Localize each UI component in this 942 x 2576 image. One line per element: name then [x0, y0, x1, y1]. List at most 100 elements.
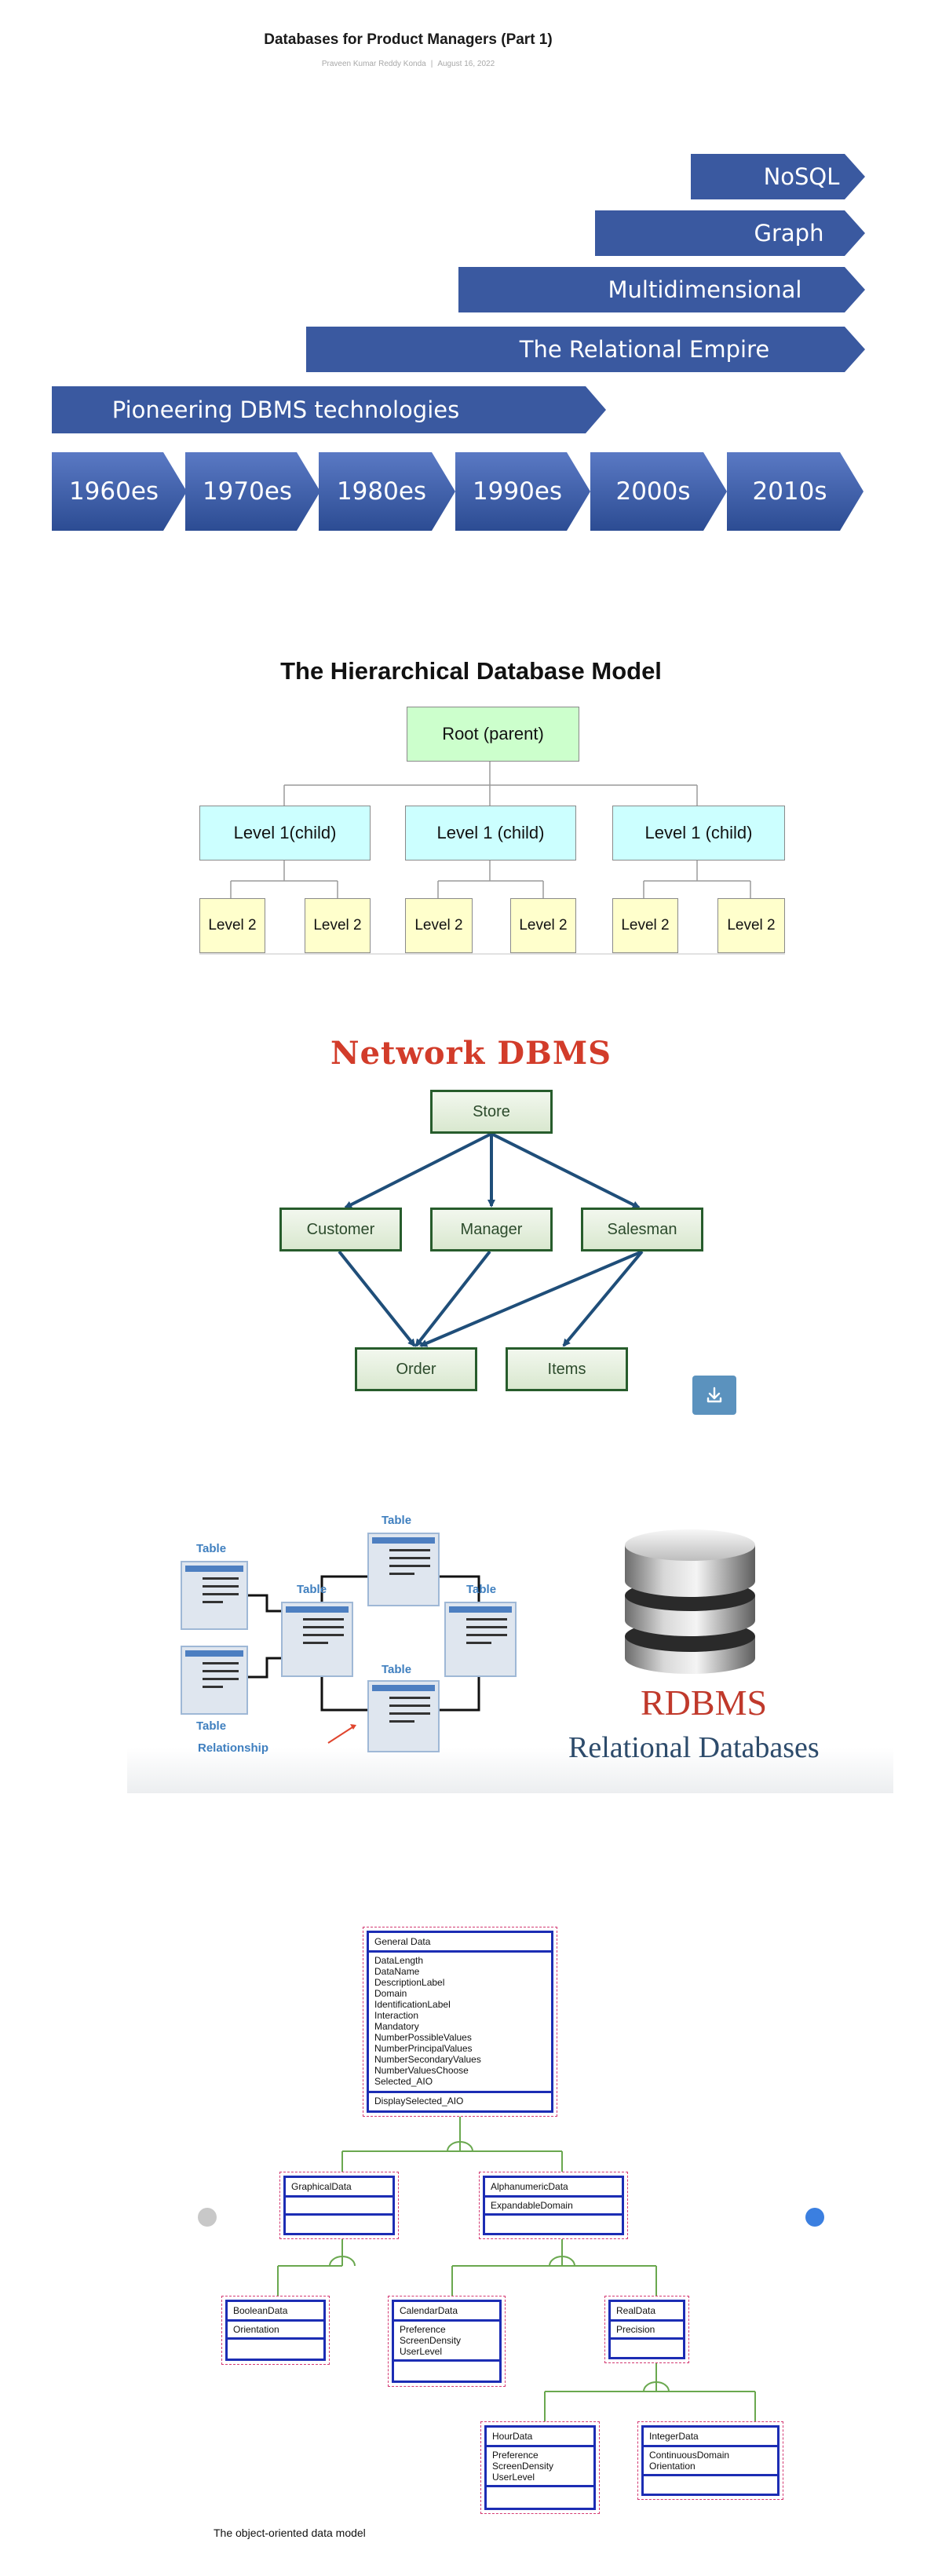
table-label: Table	[466, 1583, 497, 1596]
table-icon	[367, 1533, 440, 1606]
class-methods	[644, 2474, 777, 2489]
relationship-lines	[248, 1575, 480, 1744]
level1-node: Level 1 (child)	[405, 806, 576, 860]
post-author[interactable]: Praveen Kumar Reddy Konda	[321, 60, 426, 68]
attribute: ScreenDensity	[492, 2461, 554, 2472]
attribute: Precision	[611, 2319, 683, 2337]
decade-2010: 2010s	[727, 452, 864, 531]
table-icon	[281, 1602, 353, 1677]
attribute: Selected_AIO	[374, 2076, 433, 2087]
class-box-graphical: GraphicalData	[279, 2172, 399, 2239]
attribute: IdentificationLabel	[374, 1999, 451, 2010]
node-order: Order	[355, 1347, 477, 1391]
class-attributes: Preference ScreenDensity UserLevel	[487, 2445, 593, 2485]
attribute: UserLevel	[400, 2346, 443, 2357]
relationship-label: Relationship	[198, 1741, 269, 1755]
class-box-general: General Data DataLength DataName Descrip…	[363, 1927, 557, 2117]
class-header: IntegerData	[649, 2431, 699, 2442]
class-attributes: DataLength DataName DescriptionLabel Dom…	[369, 1950, 551, 2091]
network-arrows	[338, 1132, 644, 1347]
class-header: AlphanumericData	[491, 2181, 568, 2192]
post-meta: Praveen Kumar Reddy Konda|August 16, 202…	[321, 60, 495, 68]
class-box-real: RealData Precision	[604, 2296, 689, 2363]
post-date: August 16, 2022	[437, 60, 495, 68]
table-label: Table	[196, 1719, 227, 1733]
class-header: BooleanData	[233, 2305, 288, 2316]
download-icon	[706, 1387, 722, 1403]
level2-node: Level 2	[510, 898, 576, 953]
bar-graph: Graph	[595, 210, 865, 256]
table-label: Table	[297, 1583, 327, 1596]
attribute: NumberPossibleValues	[374, 2032, 472, 2043]
bar-nosql: NoSQL	[691, 154, 865, 199]
class-attributes: ContinuousDomain Orientation	[644, 2445, 777, 2474]
table-icon	[444, 1602, 517, 1677]
class-header: GraphicalData	[291, 2181, 352, 2192]
table-label: Table	[382, 1663, 412, 1676]
decade-1960: 1960es	[52, 452, 187, 531]
bar-multidimensional: Multidimensional	[458, 267, 865, 312]
database-icon	[625, 1529, 755, 1674]
class-header: RealData	[616, 2305, 656, 2316]
class-methods	[485, 2213, 622, 2228]
rdbms-subtitle: Relational Databases	[568, 1731, 820, 1764]
attribute: Preference	[492, 2450, 539, 2461]
decade-1970: 1970es	[185, 452, 320, 531]
node-items: Items	[506, 1347, 628, 1391]
post-title: Databases for Product Managers (Part 1)	[264, 31, 553, 48]
root-node: Root (parent)	[407, 707, 579, 762]
attribute: ContinuousDomain	[649, 2450, 730, 2461]
attribute: ScreenDensity	[400, 2335, 462, 2346]
table-icon	[367, 1680, 440, 1752]
rdbms-logo-text: RDBMS	[641, 1683, 768, 1723]
carousel-next-dot[interactable]	[805, 2208, 824, 2227]
node-customer: Customer	[279, 1208, 402, 1251]
class-method: DisplaySelected_AIO	[369, 2091, 551, 2109]
attribute: Orientation	[649, 2461, 696, 2472]
download-button[interactable]	[692, 1376, 736, 1415]
attribute: Domain	[374, 1988, 407, 1999]
attribute: UserLevel	[492, 2472, 535, 2483]
class-header: HourData	[492, 2431, 533, 2442]
bar-pioneering: Pioneering DBMS technologies	[52, 386, 606, 433]
attribute: Interaction	[374, 2010, 419, 2021]
class-box-calendar: CalendarData Preference ScreenDensity Us…	[388, 2296, 506, 2387]
rdbms-figure: Table Table Table Table Table Table Rela…	[127, 1492, 893, 1793]
class-methods	[394, 2359, 499, 2374]
level2-node: Level 2	[305, 898, 371, 953]
attribute: NumberSecondaryValues	[374, 2054, 481, 2065]
node-store: Store	[430, 1090, 553, 1134]
attribute: Preference	[400, 2324, 446, 2335]
class-attributes: Preference ScreenDensity UserLevel	[394, 2319, 499, 2359]
class-box-boolean: BooleanData Orientation	[221, 2296, 330, 2365]
level1-node: Level 1 (child)	[612, 806, 785, 860]
hierarchical-title: The Hierarchical Database Model	[280, 657, 662, 685]
attribute: DescriptionLabel	[374, 1977, 445, 1988]
class-box-integer: IntegerData ContinuousDomain Orientation	[637, 2421, 783, 2500]
node-salesman: Salesman	[581, 1208, 703, 1251]
class-header: CalendarData	[400, 2305, 458, 2316]
attribute: Orientation	[228, 2319, 323, 2337]
decade-2000: 2000s	[590, 452, 727, 531]
table-icon	[181, 1646, 248, 1715]
level2-node: Level 2	[199, 898, 265, 953]
table-label: Table	[382, 1514, 412, 1527]
network-title: Network DBMS	[330, 1035, 612, 1072]
carousel-prev-dot[interactable]	[198, 2208, 217, 2227]
attribute: ExpandableDomain	[485, 2195, 622, 2213]
class-attributes	[286, 2195, 392, 2213]
class-box-alphanumeric: AlphanumericData ExpandableDomain	[479, 2172, 628, 2239]
class-methods	[228, 2337, 323, 2352]
level2-node: Level 2	[717, 898, 785, 953]
class-methods	[487, 2485, 593, 2500]
class-methods	[611, 2337, 683, 2352]
table-icon	[181, 1561, 248, 1630]
class-header: General Data	[374, 1936, 431, 1947]
table-label: Table	[196, 1542, 227, 1555]
figure-caption: The object-oriented data model	[214, 2527, 366, 2539]
attribute: NumberPrincipalValues	[374, 2043, 473, 2054]
class-methods	[286, 2213, 392, 2231]
attribute: DataName	[374, 1966, 420, 1977]
level2-node: Level 2	[405, 898, 473, 953]
